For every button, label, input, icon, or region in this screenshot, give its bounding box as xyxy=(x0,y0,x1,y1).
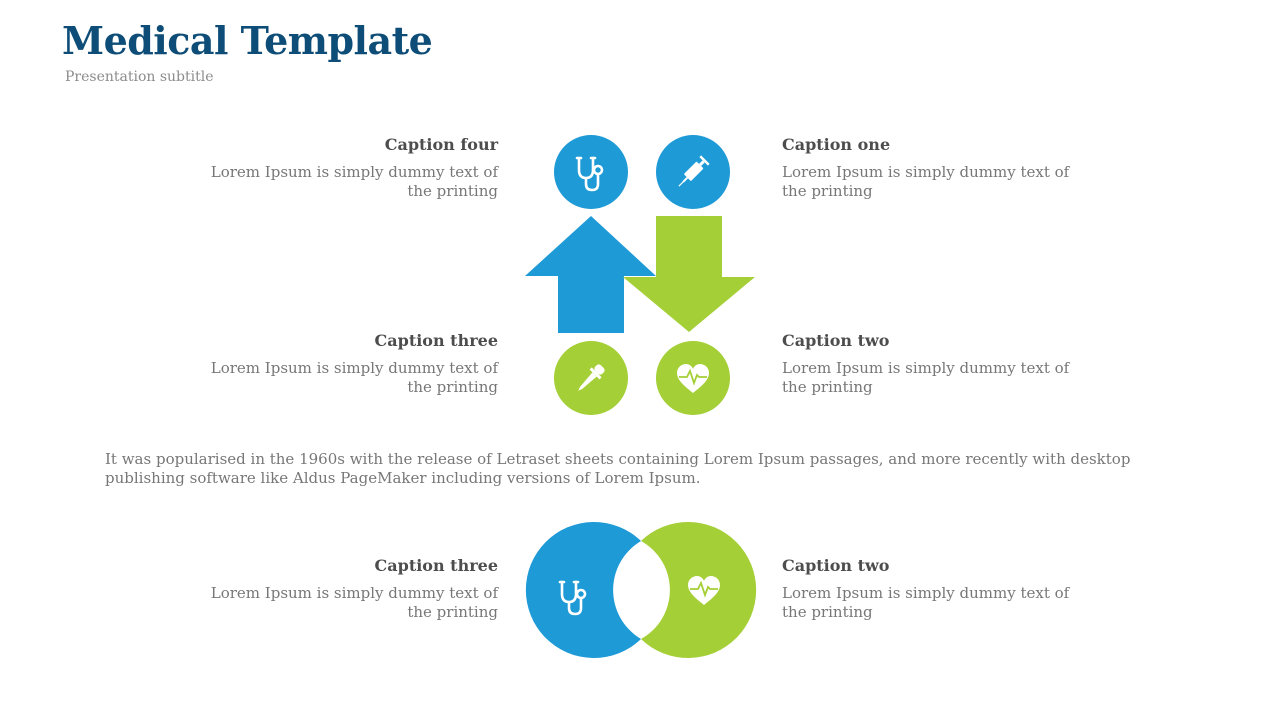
up-arrow xyxy=(525,216,656,333)
caption-block-bottom-left: Caption three Lorem Ipsum is simply dumm… xyxy=(190,556,498,622)
caption-text: Lorem Ipsum is simply dummy text of the … xyxy=(782,163,1070,200)
caption-title: Caption two xyxy=(782,556,890,575)
caption-text: Lorem Ipsum is simply dummy text of the … xyxy=(210,584,498,621)
down-arrow xyxy=(623,216,755,332)
body-paragraph: It was popularised in the 1960s with the… xyxy=(105,450,1131,487)
caption-title: Caption three xyxy=(374,556,498,575)
caption-block-one: Caption one Lorem Ipsum is simply dummy … xyxy=(782,135,1082,201)
dropper-icon xyxy=(578,364,605,391)
page-title: Medical Template xyxy=(62,18,433,63)
stethoscope-icon xyxy=(575,156,604,192)
caption-block-bottom-right: Caption two Lorem Ipsum is simply dummy … xyxy=(782,556,1082,622)
heart-pulse-icon xyxy=(688,576,720,605)
caption-block-four: Caption four Lorem Ipsum is simply dummy… xyxy=(190,135,498,201)
stethoscope-icon xyxy=(558,580,587,616)
caption-title: Caption one xyxy=(782,135,891,154)
caption-text: Lorem Ipsum is simply dummy text of the … xyxy=(210,359,498,396)
caption-title: Caption four xyxy=(384,135,498,154)
caption-text: Lorem Ipsum is simply dummy text of the … xyxy=(782,359,1070,396)
caption-text: Lorem Ipsum is simply dummy text of the … xyxy=(782,584,1070,621)
caption-block-three: Caption three Lorem Ipsum is simply dumm… xyxy=(190,331,498,397)
caption-text: Lorem Ipsum is simply dummy text of the … xyxy=(210,163,498,200)
syringe-icon xyxy=(678,155,710,187)
page-subtitle: Presentation subtitle xyxy=(65,69,214,85)
caption-title: Caption three xyxy=(374,331,498,350)
caption-title: Caption two xyxy=(782,331,890,350)
caption-block-two: Caption two Lorem Ipsum is simply dummy … xyxy=(782,331,1082,397)
heart-pulse-icon xyxy=(677,364,709,393)
circle-caption-four xyxy=(554,135,628,209)
